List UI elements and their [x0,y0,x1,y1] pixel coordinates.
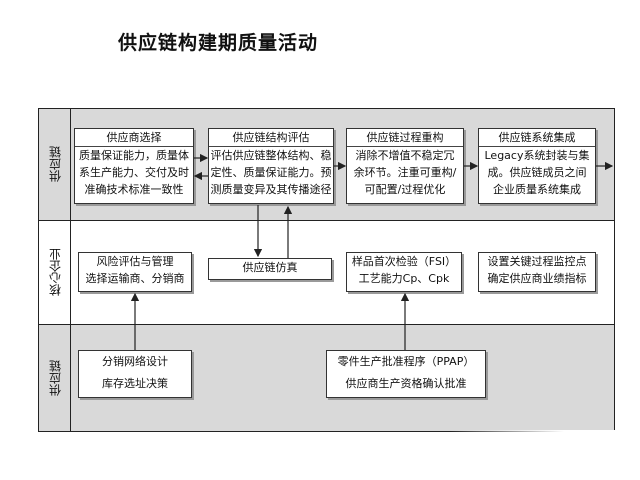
box-line: 准确技术标准一致性 [84,183,184,196]
lane-divider [38,220,615,221]
box-title: 供应链结构评估 [209,129,333,147]
box-line: 质量保证能力，质量体 [79,149,189,162]
distribution-network-box: 分销网络设计 库存选址决策 [78,350,192,398]
box-line: 库存选址决策 [102,377,168,390]
box-line: 可配置/过程优化 [364,183,446,196]
box-title: 供应链过程重构 [347,129,463,147]
box-line: 确定供应商业绩指标 [487,272,587,285]
supply-chain-simulation-box: 供应链仿真 [208,258,332,280]
box-line: 余环节。注重可重构/ [353,166,457,179]
risk-evaluation-box: 风险评估与管理 选择运输商、分销商 [78,252,192,292]
box-line: 系生产能力、交付及时 [79,166,189,179]
box-line: 定性、质量保证能力。预 [210,166,332,179]
box-line: 零件生产批准程序（PPAP） [337,355,475,368]
supplier-selection-box: 供应商选择 质量保证能力，质量体 系生产能力、交付及时 准确技术标准一致性 [74,128,194,204]
box-line: 测质量变异及其传播途径 [210,183,332,196]
box-line: 工艺能力Cp、Cpk [358,272,450,285]
box-line: 分销网络设计 [102,355,168,368]
box-line: 评估供应链整体结构、稳 [210,149,332,162]
ppap-box: 零件生产批准程序（PPAP） 供应商生产资格确认批准 [326,350,486,398]
diagram-frame [38,108,615,432]
fsi-box: 样品首次检验（FSI） 工艺能力Cp、Cpk [346,252,462,292]
box-title: 供应链系统集成 [479,129,595,147]
box-line: 供应链仿真 [242,261,298,274]
box-line: 成。供应链成员之间 [487,166,587,179]
corner-fade [450,430,640,470]
box-line: 选择运输商、分销商 [85,272,185,285]
lane-divider [38,324,615,325]
structure-evaluation-box: 供应链结构评估 评估供应链整体结构、稳 定性、质量保证能力。预 测质量变异及其传… [208,128,334,204]
box-line: Legacy系统封装与集 [484,149,590,162]
box-title: 供应商选择 [75,129,193,147]
monitoring-box: 设置关键过程监控点 确定供应商业绩指标 [478,252,596,292]
system-integration-box: 供应链系统集成 Legacy系统封装与集 成。供应链成员之间 企业质量系统集成 [478,128,596,204]
label-column-divider [70,108,71,432]
box-line: 供应商生产资格确认批准 [345,377,467,390]
process-restructure-box: 供应链过程重构 消除不增值不稳定冗 余环节。注重可重构/ 可配置/过程优化 [346,128,464,204]
box-line: 样品首次检验（FSI） [351,255,457,268]
box-line: 消除不增值不稳定冗 [355,149,455,162]
box-line: 风险评估与管理 [96,255,174,268]
box-line: 企业质量系统集成 [493,183,581,196]
page-title: 供应链构建期质量活动 [118,32,319,54]
box-line: 设置关键过程监控点 [487,255,587,268]
